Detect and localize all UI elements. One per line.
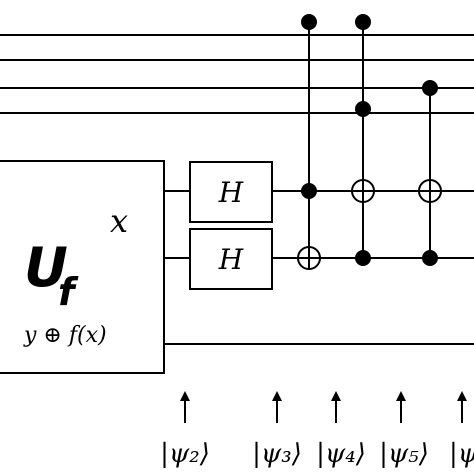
control-dot: [301, 183, 317, 199]
state-label-psi2: |ψ₂⟩: [160, 439, 210, 469]
state-label-psi4: |ψ₄⟩: [316, 439, 366, 469]
oracle-label-sub: f: [58, 270, 79, 314]
up-arrow-icon: [457, 391, 467, 423]
oracle-label-main: U: [24, 236, 68, 299]
state-labels: |ψ₂⟩ |ψ₃⟩ |ψ₄⟩ |ψ₅⟩ |ψ: [160, 439, 474, 469]
toffoli-gate-3: [418, 80, 442, 266]
control-dot: [355, 101, 371, 117]
oracle-box: U f x y ⊕ f(x): [0, 160, 165, 374]
state-label-psi6-partial: |ψ: [449, 439, 474, 469]
oracle-input-label: x: [110, 202, 128, 240]
toffoli-gate-2: [351, 14, 375, 266]
control-dot: [301, 14, 317, 30]
state-label-psi3: |ψ₃⟩: [252, 439, 302, 469]
hadamard-gate-1-label: H: [218, 176, 244, 209]
state-label-psi5: |ψ₅⟩: [379, 439, 429, 469]
up-arrow-icon: [180, 391, 190, 423]
state-arrows: [180, 391, 467, 423]
hadamard-gate-2: H: [189, 228, 273, 290]
hadamard-gate-2-label: H: [218, 243, 244, 276]
oracle-output-label: y ⊕ f(x): [23, 323, 107, 348]
hadamard-gate-1: H: [189, 161, 273, 223]
hadamard-gate-1-frame: [189, 161, 273, 223]
up-arrow-icon: [396, 391, 406, 423]
top-wires: [0, 34, 474, 114]
up-arrow-icon: [272, 391, 282, 423]
up-arrow-icon: [331, 391, 341, 423]
toffoli-gate-1: [297, 14, 321, 270]
control-dot: [355, 250, 371, 266]
control-dot: [422, 250, 438, 266]
control-dot: [422, 80, 438, 96]
hadamard-gate-2-frame: [189, 228, 273, 290]
control-dot: [355, 14, 371, 30]
oracle-box-frame: [0, 160, 165, 374]
